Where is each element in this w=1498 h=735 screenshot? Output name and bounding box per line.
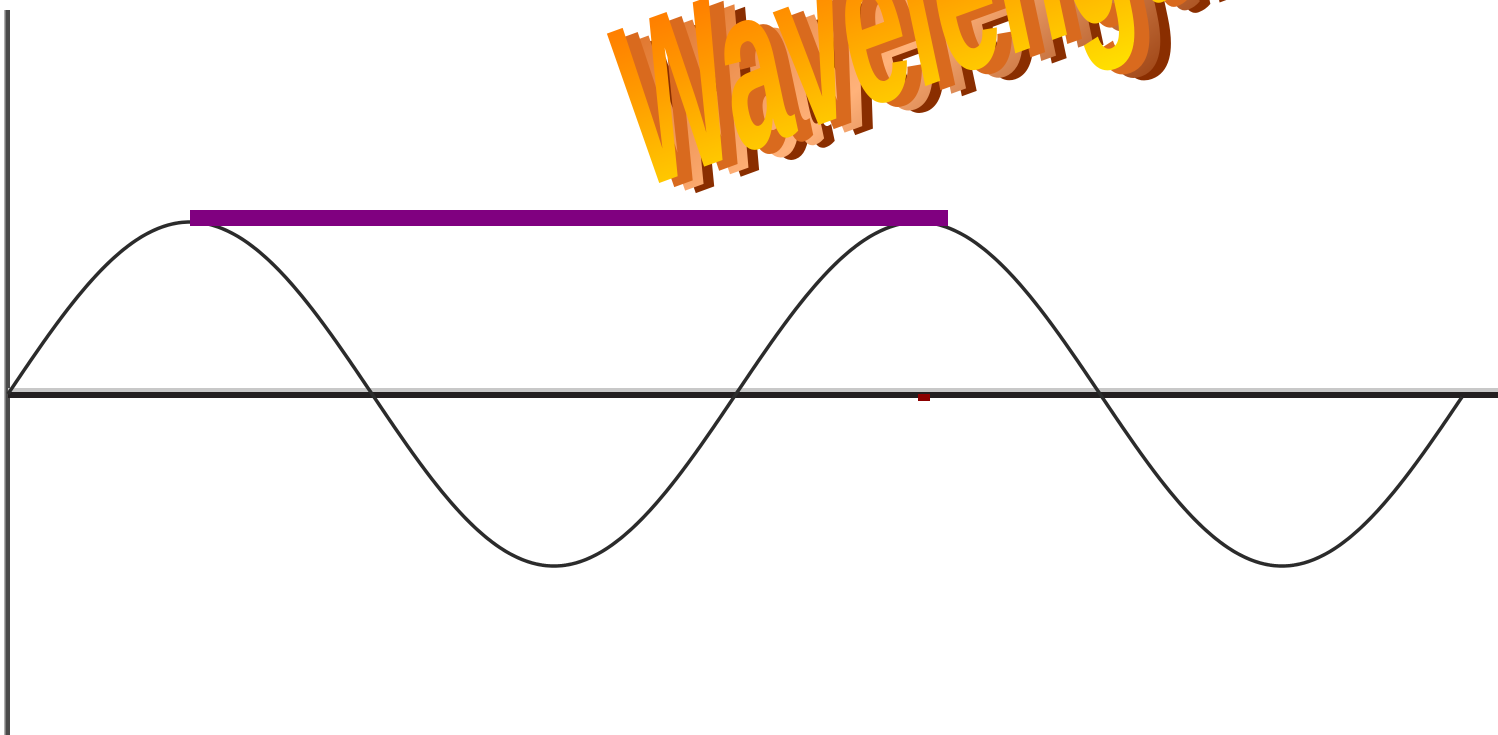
wavelength-marker <box>190 210 948 226</box>
horizontal-axis-shadow <box>8 388 1498 392</box>
horizontal-axis <box>8 392 1498 398</box>
axis-tick-marker <box>918 394 930 401</box>
sine-wave <box>6 220 1464 568</box>
vertical-axis-highlight <box>4 10 6 735</box>
vertical-axis <box>5 10 10 735</box>
title-face: Wavelength <box>596 0 1251 238</box>
